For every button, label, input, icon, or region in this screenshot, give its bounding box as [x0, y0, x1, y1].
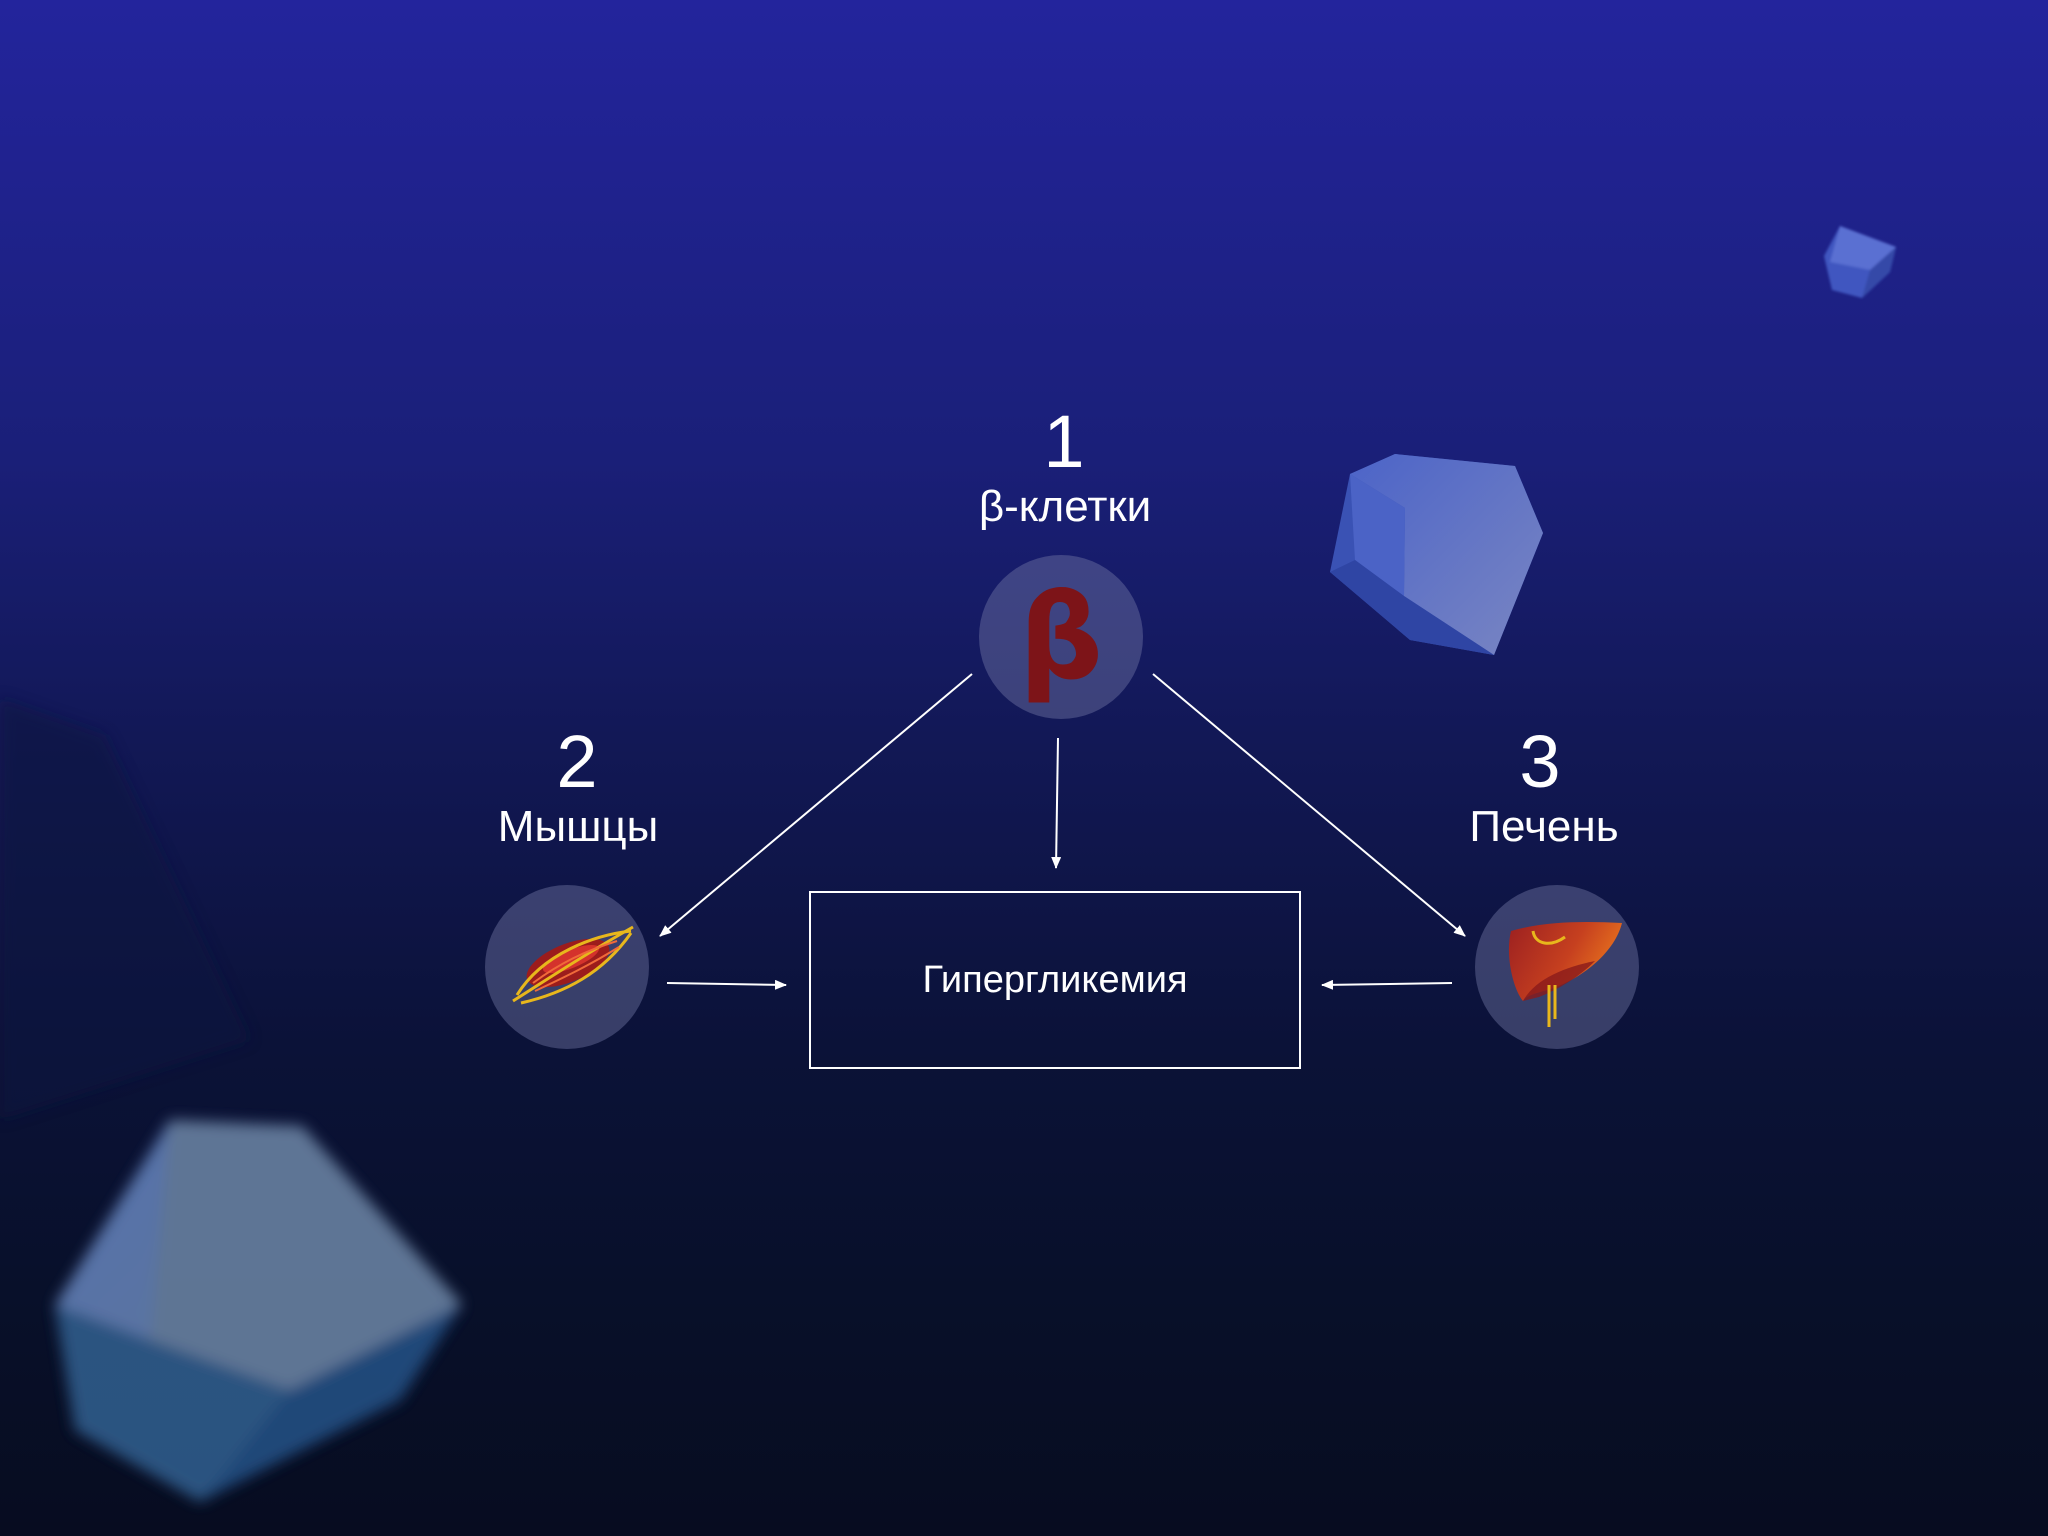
shadow-shape	[0, 698, 250, 1120]
node-label-muscles: Мышцы	[497, 802, 659, 851]
crystal-small	[1824, 226, 1896, 298]
arrow-muscles-to-result	[666, 979, 787, 990]
arrow-liver-to-result	[1321, 979, 1453, 990]
node-number-liver: 3	[1519, 720, 1561, 803]
arrow-beta-to-muscles	[659, 673, 973, 937]
beta-symbol-icon: β	[1018, 568, 1104, 706]
arrow-beta-to-result	[1051, 737, 1062, 869]
node-number-muscles: 2	[556, 720, 598, 803]
hyperglycemia-label: Гипергликемия	[922, 959, 1188, 1001]
beta-cells-node: β	[979, 555, 1143, 719]
liver-icon	[1508, 921, 1622, 1027]
node-number-beta-cells: 1	[1043, 400, 1085, 483]
muscles-node	[485, 885, 649, 1049]
node-label-beta-cells: β-клетки	[978, 482, 1152, 531]
node-label-liver: Печень	[1469, 802, 1619, 851]
muscle-icon	[512, 925, 634, 1005]
liver-node	[1475, 885, 1639, 1049]
hyperglycemia-box: Гипергликемия	[809, 891, 1301, 1069]
arrow-beta-to-liver	[1152, 673, 1466, 937]
crystal-large	[55, 1120, 462, 1502]
crystal-medium	[1330, 454, 1543, 655]
